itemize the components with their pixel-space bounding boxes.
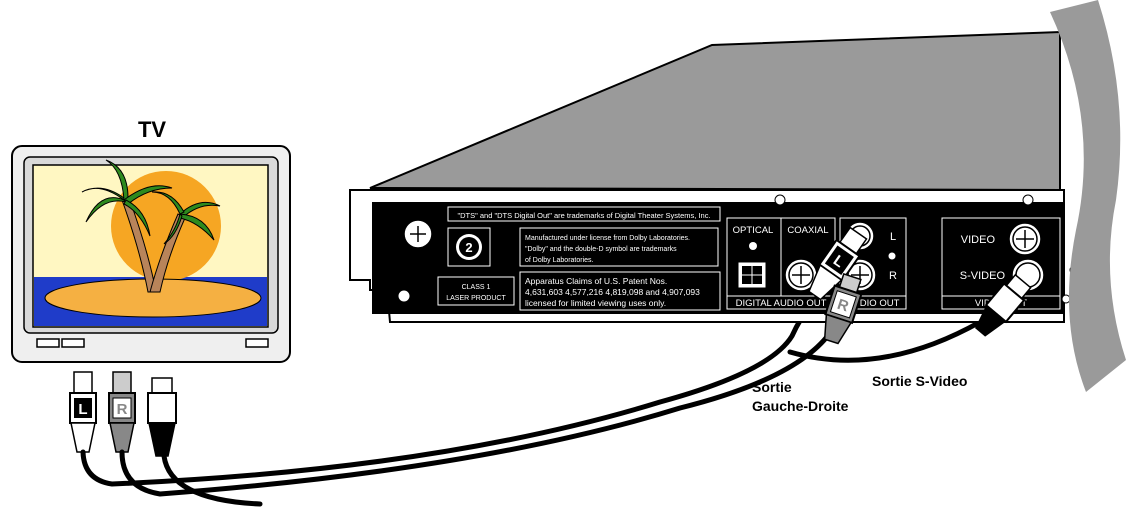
left-plug-label: L bbox=[78, 401, 87, 418]
dolby-line-2: "Dolby" and the double-D symbol are trad… bbox=[525, 246, 677, 253]
dolby-line-3: of Dolby Laboratories. bbox=[525, 257, 594, 264]
right-plug-badge bbox=[112, 397, 132, 419]
top-screw bbox=[1022, 194, 1034, 206]
laser-line-1: CLASS 1 bbox=[462, 284, 491, 291]
tv-button bbox=[36, 338, 60, 348]
svideo-label: S-VIDEO bbox=[960, 270, 1006, 282]
dts-notice: "DTS" and "DTS Digital Out" are trademar… bbox=[457, 211, 710, 220]
tv-button bbox=[245, 338, 269, 348]
patent-line-3: licensed for limited viewing uses only. bbox=[525, 298, 666, 308]
lr-output-label-line-1: Sortie bbox=[752, 379, 792, 395]
digital-audio-out-label: DIGITAL AUDIO OUT bbox=[736, 298, 827, 309]
tv-button bbox=[61, 338, 85, 348]
laser-label-box bbox=[437, 276, 515, 306]
dvd-player: "DTS" and "DTS Digital Out" are trademar… bbox=[349, 30, 1079, 323]
audio-out-label: AUDIO OUT bbox=[847, 298, 900, 309]
cut-edge bbox=[1050, 0, 1126, 392]
dolby-line-1: Manufactured under license from Dolby La… bbox=[525, 235, 690, 242]
region-code: 2 bbox=[465, 240, 472, 255]
top-screw bbox=[774, 194, 786, 206]
sun bbox=[111, 171, 221, 281]
annotations: Sortie Gauche-Droite Sortie S-Video bbox=[752, 373, 967, 414]
laser-line-2: LASER PRODUCT bbox=[446, 295, 506, 302]
coaxial-label: COAXIAL bbox=[787, 225, 828, 236]
svideo-output-label: Sortie S-Video bbox=[872, 373, 967, 389]
patent-line-1: Apparatus Claims of U.S. Patent Nos. bbox=[525, 276, 667, 286]
palm-leaves bbox=[81, 159, 221, 245]
right-plug-label: R bbox=[117, 401, 128, 418]
lr-output-label-line-2: Gauche-Droite bbox=[752, 398, 849, 414]
tv: TV bbox=[11, 117, 291, 363]
left-plug-badge bbox=[74, 398, 92, 418]
device-top bbox=[369, 30, 1061, 192]
svideo-cable bbox=[161, 453, 263, 507]
audio-r-label: R bbox=[889, 270, 897, 282]
device-plugs: L R bbox=[808, 226, 1032, 345]
audio-cable-left bbox=[80, 301, 815, 487]
device-right-plug-label: R bbox=[835, 296, 851, 316]
audio-l-label: L bbox=[890, 231, 896, 243]
patent-line-2: 4,631,603 4,577,216 4,819,098 and 4,907,… bbox=[525, 287, 700, 297]
video-label: VIDEO bbox=[961, 234, 996, 246]
tv-label: TV bbox=[138, 117, 166, 142]
mount-hole bbox=[397, 289, 411, 303]
tv-plugs: L R bbox=[69, 371, 177, 457]
optical-label: OPTICAL bbox=[733, 225, 774, 236]
